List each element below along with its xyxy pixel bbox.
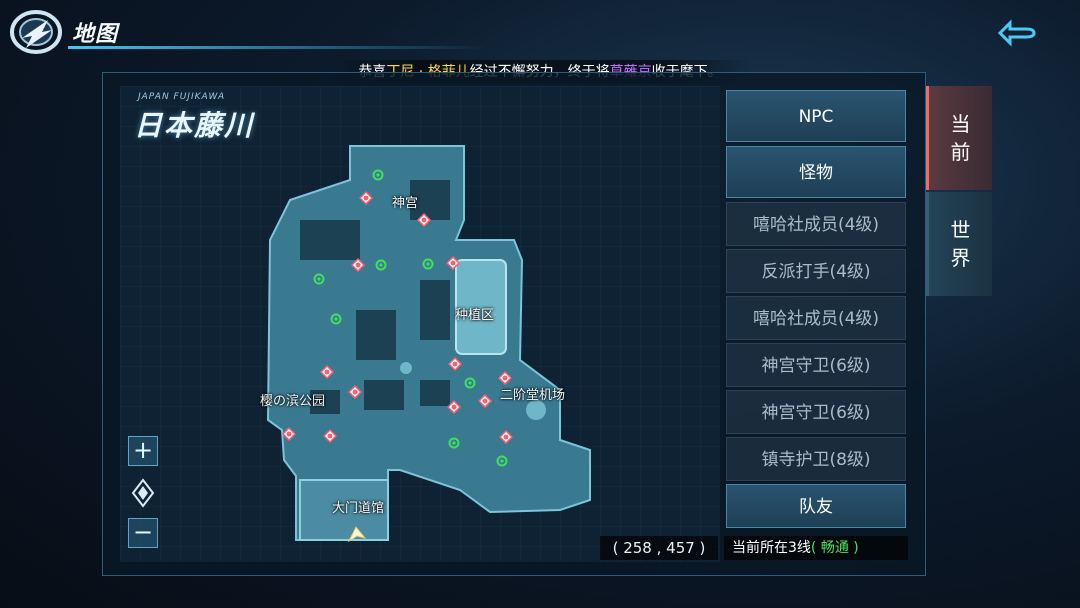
pond [526,400,546,420]
npc-marker-icon[interactable] [330,313,342,325]
list-item[interactable]: 嘻哈社成员(4级) [726,202,906,246]
top-bar: 地图 [0,0,1080,68]
list-item[interactable]: 反派打手(4级) [726,249,906,293]
label-plant-area: 种植区 [455,308,495,323]
enemy-marker-icon[interactable] [323,429,337,443]
compass-icon[interactable] [130,478,156,508]
player-arrow-icon [347,526,367,543]
unit-list: NPC 怪物 嘻哈社成员(4级) 反派打手(4级) 嘻哈社成员(4级) 神宫守卫… [726,90,906,530]
tab-current-label: 当前 [950,112,971,164]
zoom-in-button[interactable]: + [128,436,158,466]
label-park: 樱の滨公园 [260,394,326,409]
npc-marker-icon[interactable] [464,377,476,389]
enemy-marker-icon[interactable] [320,365,334,379]
list-item[interactable]: 镇寺护卫(8级) [726,437,906,481]
map-graphic[interactable] [260,140,600,550]
list-item[interactable]: 神宫守卫(6级) [726,390,906,434]
tab-world-label: 世界 [950,218,971,270]
enemy-marker-icon[interactable] [446,256,460,270]
npc-marker-icon[interactable] [313,273,325,285]
list-item[interactable]: 神宫守卫(6级) [726,343,906,387]
tab-world[interactable]: 世界 [926,192,992,296]
npc-marker-icon[interactable] [448,437,460,449]
title-underline [68,46,488,49]
enemy-marker-icon[interactable] [359,191,373,205]
enemy-marker-icon[interactable] [499,430,513,444]
npc-marker-icon[interactable] [422,258,434,270]
list-header-monster[interactable]: 怪物 [726,146,906,198]
map-block [356,310,396,360]
plant-area [455,259,507,355]
enemy-marker-icon[interactable] [498,371,512,385]
map-subtitle: JAPAN FUJIKAWA [138,92,226,102]
page-title: 地图 [72,22,119,47]
enemy-marker-icon[interactable] [351,258,365,272]
npc-marker-icon[interactable] [496,455,508,467]
map-block [310,390,340,414]
enemy-marker-icon[interactable] [478,394,492,408]
list-header-teammate[interactable]: 队友 [726,484,906,528]
list-item[interactable]: 嘻哈社成员(4级) [726,296,906,340]
map-block [364,380,404,410]
enemy-marker-icon[interactable] [282,427,296,441]
map-name: 日本藤川 [134,109,255,142]
list-header-npc[interactable]: NPC [726,90,906,142]
server-status: ( 畅通 ) [810,540,859,556]
enemy-marker-icon[interactable] [348,385,362,399]
emblem-icon [10,10,62,54]
server-line: 当前所在3线 [732,540,811,556]
enemy-marker-icon[interactable] [417,213,431,227]
enemy-marker-icon[interactable] [447,400,461,414]
pond [400,362,412,374]
label-airport: 二阶堂机场 [500,388,566,403]
label-dojo: 大门道馆 [332,501,385,516]
npc-marker-icon[interactable] [372,169,384,181]
map-block [420,280,450,340]
tab-current[interactable]: 当前 [926,86,992,190]
map-block [420,380,450,406]
server-line-status: 当前所在3线( 畅通 ) [724,536,908,560]
npc-marker-icon[interactable] [375,259,387,271]
label-shrine: 神宫 [392,196,419,211]
enemy-marker-icon[interactable] [448,357,462,371]
coordinates-readout: ( 258 , 457 ) [600,536,718,560]
map-block [300,220,360,260]
map-block [410,180,450,220]
dojo-area [299,479,389,541]
back-arrow-icon[interactable] [996,18,1040,48]
zoom-out-button[interactable]: − [128,518,158,548]
